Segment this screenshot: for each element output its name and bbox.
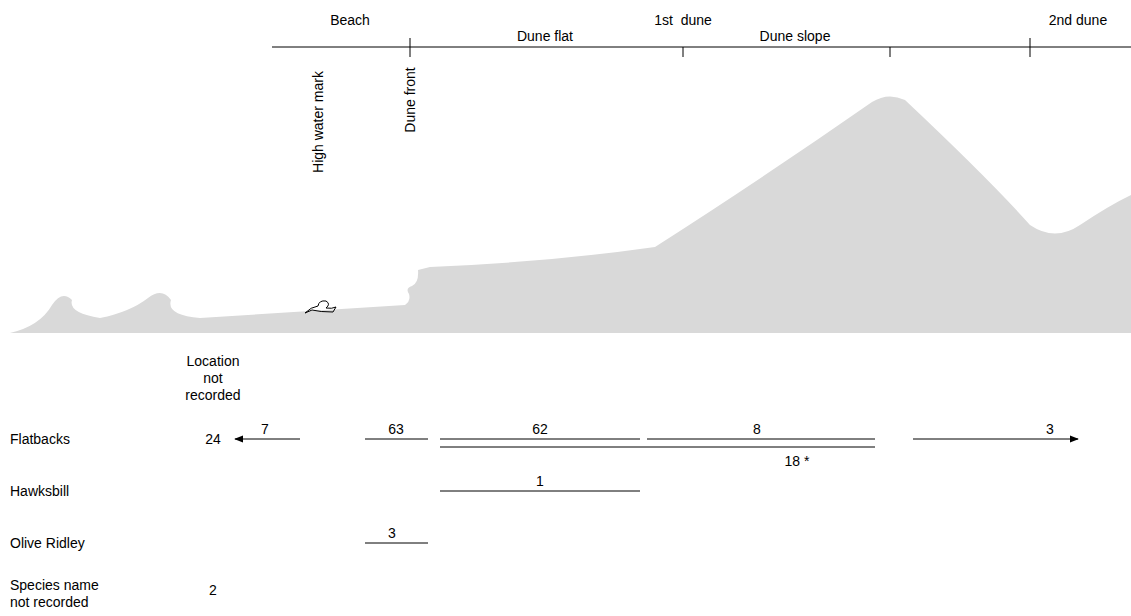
range-lines [235, 439, 1078, 543]
zone-marker: High water mark [310, 71, 327, 173]
count-number: 24 [205, 431, 221, 448]
range-line [365, 543, 428, 544]
column-heading: Location not recorded [182, 353, 244, 404]
count-number: 2 [209, 582, 217, 599]
range-line [440, 447, 875, 448]
axis-tick [410, 38, 411, 57]
turtle-outline [305, 301, 336, 313]
range-arrow [235, 439, 300, 440]
count-number: 1 [536, 473, 544, 490]
range-line [647, 439, 875, 440]
sand-profile [10, 96, 1131, 333]
axis-line [272, 47, 1131, 48]
zone-marker: Dune front [402, 67, 419, 132]
species-name: Olive Ridley [10, 535, 85, 552]
range-line [440, 439, 640, 440]
count-number: 7 [261, 421, 269, 438]
range-arrow [913, 439, 1078, 440]
count-number: 3 [388, 525, 396, 542]
zone-name: 1st dune [654, 12, 712, 29]
range-line [365, 439, 428, 440]
count-number: 3 [1046, 421, 1054, 438]
count-number: 8 [753, 421, 761, 438]
zone-name: Dune flat [517, 28, 573, 45]
zone-axis [272, 38, 1131, 57]
count-number: 18 * [785, 453, 810, 470]
count-number: 63 [388, 421, 404, 438]
axis-tick [683, 47, 684, 57]
species-name: Flatbacks [10, 431, 70, 448]
zone-name: Beach [330, 12, 370, 29]
axis-tick [1030, 38, 1031, 57]
axis-tick [890, 47, 891, 57]
zone-name: Dune slope [760, 28, 831, 45]
zone-name: 2nd dune [1049, 12, 1107, 29]
species-name: Hawksbill [10, 483, 69, 500]
count-number: 62 [532, 421, 548, 438]
species-name: Species name not recorded [10, 577, 115, 611]
range-line [440, 491, 640, 492]
